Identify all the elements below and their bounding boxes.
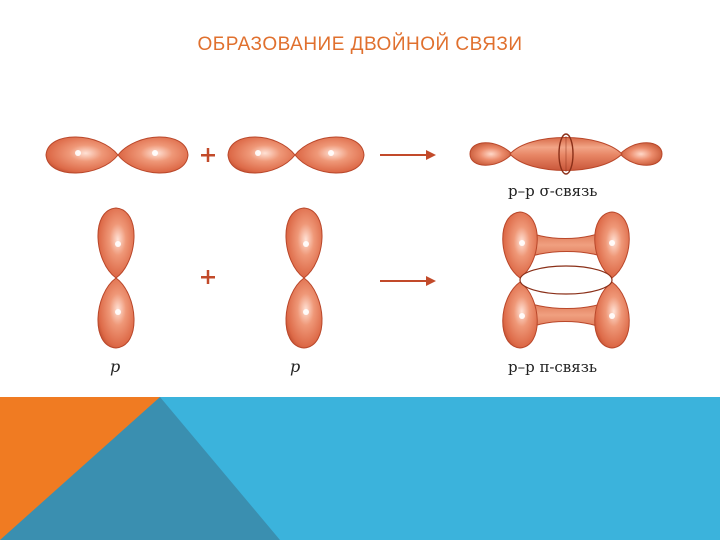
sigma-bond-caption: p–p σ-связь [508, 182, 597, 200]
pi-bond-caption: p–p π-связь [508, 358, 597, 376]
slide-title: ОБРАЗОВАНИЕ ДВОЙНОЙ СВЯЗИ [197, 34, 523, 55]
p-orbital-vertical-right [285, 207, 323, 349]
footer-band-orange [0, 397, 160, 540]
orbital-diagram: p p p–p σ-связь p–p π-связь [45, 133, 663, 376]
orbital-label-left: p [110, 357, 120, 376]
arrow-right-icon [380, 150, 436, 160]
p-orbital-vertical-left [97, 207, 135, 349]
arrow-right-icon [380, 276, 436, 286]
orbital-label-right: p [290, 357, 300, 376]
plus-icon [201, 148, 215, 162]
pi-bond-orbital [502, 211, 630, 349]
sigma-bond-orbital [469, 133, 663, 175]
footer-decoration [0, 397, 720, 540]
p-orbital-horizontal-left [45, 136, 189, 174]
p-orbital-horizontal-right [227, 136, 365, 174]
plus-icon [201, 270, 215, 284]
